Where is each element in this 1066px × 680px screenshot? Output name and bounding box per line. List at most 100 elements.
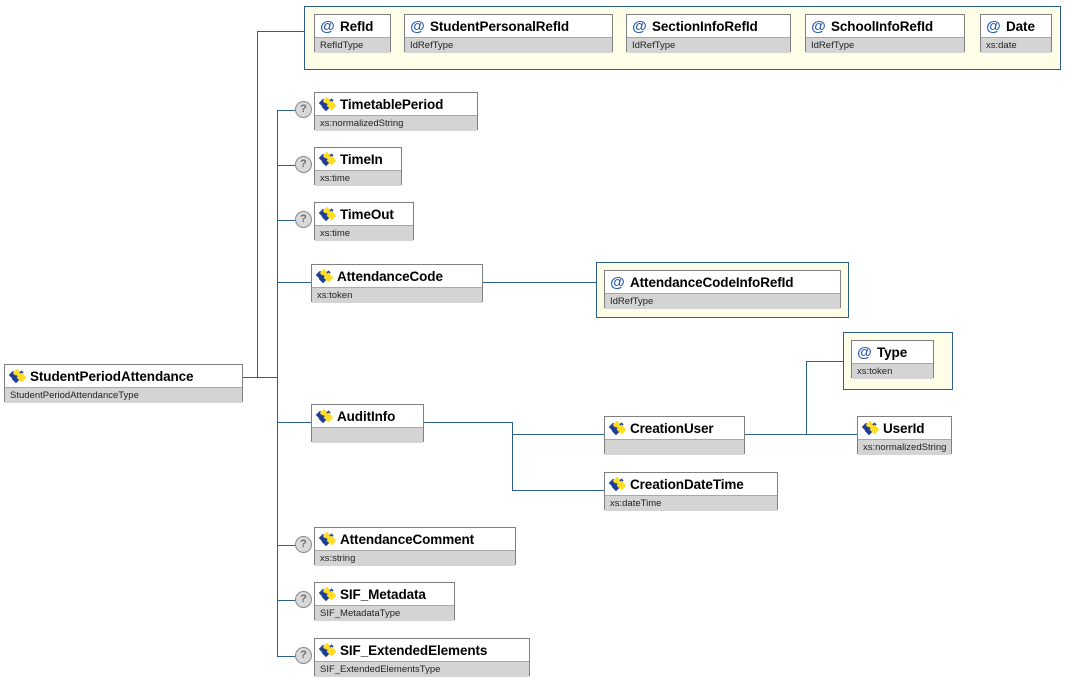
node-auditinfo[interactable]: AuditInfo bbox=[311, 404, 424, 443]
node-sif-extendedelements[interactable]: SIF_ExtendedElements SIF_ExtendedElement… bbox=[314, 638, 530, 677]
node-name: SchoolInfoRefId bbox=[831, 18, 933, 34]
connector-child-attendancecomment bbox=[277, 545, 302, 546]
attribute-icon: @ bbox=[857, 343, 872, 361]
node-title: AttendanceComment bbox=[315, 528, 515, 550]
node-type: StudentPeriodAttendanceType bbox=[5, 387, 242, 403]
node-name: AttendanceCodeInfoRefId bbox=[630, 274, 794, 290]
node-type: xs:token bbox=[852, 363, 933, 379]
node-schoolinforefid[interactable]: @ SchoolInfoRefId IdRefType bbox=[805, 14, 965, 53]
node-title: TimeIn bbox=[315, 148, 401, 170]
node-type: xs:normalizedString bbox=[858, 439, 951, 455]
node-timeout[interactable]: TimeOut xs:time bbox=[314, 202, 414, 241]
connector-child-timein bbox=[277, 165, 302, 166]
node-name: TimetablePeriod bbox=[340, 96, 444, 112]
node-type: xs:string bbox=[315, 550, 515, 566]
node-attendancecode[interactable]: AttendanceCode xs:token bbox=[311, 264, 483, 303]
node-title: CreationUser bbox=[605, 417, 744, 439]
node-name: AttendanceComment bbox=[340, 531, 475, 547]
node-title: SIF_ExtendedElements bbox=[315, 639, 529, 661]
node-type: SIF_MetadataType bbox=[315, 605, 454, 621]
node-title: @ Date bbox=[981, 15, 1051, 37]
connector-root-stub bbox=[243, 377, 278, 378]
element-icon bbox=[318, 206, 337, 221]
node-title: SIF_Metadata bbox=[315, 583, 454, 605]
node-name: CreationDateTime bbox=[630, 476, 744, 492]
connector-auditinfo-out bbox=[424, 422, 512, 423]
node-type: IdRefType bbox=[605, 293, 840, 309]
node-sif-metadata[interactable]: SIF_Metadata SIF_MetadataType bbox=[314, 582, 455, 621]
node-type: xs:time bbox=[315, 225, 413, 241]
optional-badge-sifextendedelements: ? bbox=[295, 647, 312, 664]
node-name: AttendanceCode bbox=[337, 268, 443, 284]
node-title: @ StudentPersonalRefId bbox=[405, 15, 612, 37]
node-name: Date bbox=[1006, 18, 1035, 34]
connector-element-bus bbox=[277, 110, 278, 656]
node-title: @ SchoolInfoRefId bbox=[806, 15, 964, 37]
node-type: IdRefType bbox=[405, 37, 612, 53]
node-name: StudentPeriodAttendance bbox=[30, 368, 194, 384]
element-icon bbox=[8, 368, 27, 383]
connector-child-timeout bbox=[277, 220, 302, 221]
node-title: @ SectionInfoRefId bbox=[627, 15, 790, 37]
attribute-icon: @ bbox=[811, 17, 826, 35]
node-refid[interactable]: @ RefId RefIdType bbox=[314, 14, 391, 53]
node-attendancecodeinforefid[interactable]: @ AttendanceCodeInfoRefId IdRefType bbox=[604, 270, 841, 309]
connector-creationuser-out bbox=[745, 434, 806, 435]
node-type: xs:date bbox=[981, 37, 1051, 53]
node-name: SectionInfoRefId bbox=[652, 18, 758, 34]
connector-attendancecode-to-refid bbox=[483, 282, 596, 283]
node-name: SIF_ExtendedElements bbox=[340, 642, 488, 658]
node-sectioninforefid[interactable]: @ SectionInfoRefId IdRefType bbox=[626, 14, 791, 53]
node-name: StudentPersonalRefId bbox=[430, 18, 570, 34]
node-title: CreationDateTime bbox=[605, 473, 777, 495]
node-title: AuditInfo bbox=[312, 405, 423, 427]
node-title: @ RefId bbox=[315, 15, 390, 37]
attribute-icon: @ bbox=[410, 17, 425, 35]
node-studentpersonalrefid[interactable]: @ StudentPersonalRefId IdRefType bbox=[404, 14, 613, 53]
connector-attribute-bus bbox=[257, 31, 258, 378]
node-name: UserId bbox=[883, 420, 925, 436]
node-type: xs:dateTime bbox=[605, 495, 777, 511]
node-date[interactable]: @ Date xs:date bbox=[980, 14, 1052, 53]
connector-child-timetableperiod bbox=[277, 110, 302, 111]
element-icon bbox=[861, 420, 880, 435]
node-attendancecomment[interactable]: AttendanceComment xs:string bbox=[314, 527, 516, 566]
node-type[interactable]: @ Type xs:token bbox=[851, 340, 934, 379]
node-type: RefIdType bbox=[315, 37, 390, 53]
node-userid[interactable]: UserId xs:normalizedString bbox=[857, 416, 952, 455]
node-name: CreationUser bbox=[630, 420, 714, 436]
connector-auditinfo-bus bbox=[512, 422, 513, 490]
element-icon bbox=[608, 476, 627, 491]
node-studentperiodattendance[interactable]: StudentPeriodAttendance StudentPeriodAtt… bbox=[4, 364, 243, 403]
node-timein[interactable]: TimeIn xs:time bbox=[314, 147, 402, 186]
node-timetableperiod[interactable]: TimetablePeriod xs:normalizedString bbox=[314, 92, 478, 131]
node-name: SIF_Metadata bbox=[340, 586, 426, 602]
node-creationuser[interactable]: CreationUser bbox=[604, 416, 745, 455]
node-name: TimeIn bbox=[340, 151, 383, 167]
optional-badge-timein: ? bbox=[295, 156, 312, 173]
node-type: IdRefType bbox=[627, 37, 790, 53]
node-type: xs:token bbox=[312, 287, 482, 303]
node-type: xs:normalizedString bbox=[315, 115, 477, 131]
node-name: Type bbox=[877, 344, 908, 360]
node-name: RefId bbox=[340, 18, 374, 34]
node-creationdatetime[interactable]: CreationDateTime xs:dateTime bbox=[604, 472, 778, 511]
node-name: AuditInfo bbox=[337, 408, 396, 424]
attribute-icon: @ bbox=[632, 17, 647, 35]
node-type: xs:time bbox=[315, 170, 401, 186]
node-title: AttendanceCode bbox=[312, 265, 482, 287]
attribute-icon: @ bbox=[610, 273, 625, 291]
node-title: TimetablePeriod bbox=[315, 93, 477, 115]
optional-badge-attendancecomment: ? bbox=[295, 536, 312, 553]
node-title: TimeOut bbox=[315, 203, 413, 225]
element-icon bbox=[318, 151, 337, 166]
element-icon bbox=[608, 420, 627, 435]
attribute-icon: @ bbox=[320, 17, 335, 35]
element-icon bbox=[318, 531, 337, 546]
connector-creationuser-type bbox=[806, 361, 851, 362]
connector-child-sifextendedelements bbox=[277, 656, 302, 657]
node-type bbox=[605, 439, 744, 455]
optional-badge-timetableperiod: ? bbox=[295, 101, 312, 118]
node-title: UserId bbox=[858, 417, 951, 439]
element-icon bbox=[318, 642, 337, 657]
